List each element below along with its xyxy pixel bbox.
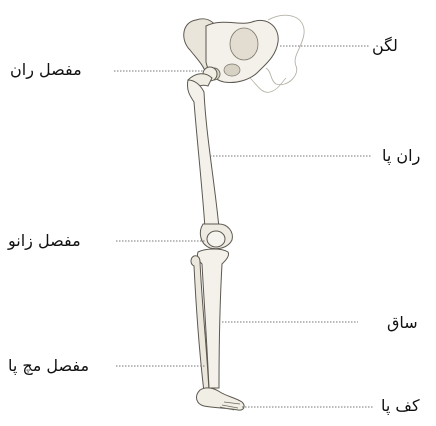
pelvis-label: لگن — [372, 38, 398, 54]
foot-label: کف پا — [381, 398, 420, 414]
ankle-joint-label: مفصل مچ پا — [8, 358, 89, 374]
shin-label: ساق — [387, 315, 418, 331]
patella-bone — [207, 231, 225, 247]
femur-shaft — [187, 80, 219, 228]
femur-bone — [187, 67, 232, 249]
foot-bones — [197, 388, 245, 410]
tibia-fibula-bones — [191, 249, 229, 392]
knee-joint-label: مفصل زانو — [8, 233, 81, 249]
obturator-foramen — [224, 64, 240, 76]
femur-label: ران پا — [382, 148, 420, 164]
pelvis-sacrum — [230, 28, 258, 60]
hip-joint-label: مفصل ران — [10, 62, 82, 78]
leader-lines — [114, 46, 374, 407]
